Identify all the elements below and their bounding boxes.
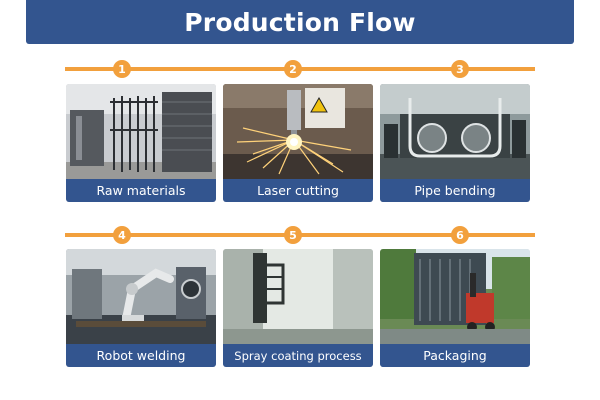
robot-welding-photo	[66, 249, 216, 345]
step-label-packaging: Packaging	[380, 344, 530, 367]
step-card-laser-cutting: Laser cutting	[223, 84, 373, 202]
step-4-badge: 4	[113, 226, 131, 244]
step-label-raw-materials: Raw materials	[66, 179, 216, 202]
spray-coating-photo	[223, 249, 373, 345]
step-label-robot-welding: Robot welding	[66, 344, 216, 367]
step-card-raw-materials: Raw materials	[66, 84, 216, 202]
step-label-pipe-bending: Pipe bending	[380, 179, 530, 202]
step-card-spray-coating: Spray coating process	[223, 249, 373, 367]
step-label-laser-cutting: Laser cutting	[223, 179, 373, 202]
page-title: Production Flow	[184, 7, 416, 37]
step-card-packaging: Packaging	[380, 249, 530, 367]
step-2-badge: 2	[284, 60, 302, 78]
step-label-spray-coating: Spray coating process	[223, 344, 373, 367]
pipe-bending-photo	[380, 84, 530, 180]
packaging-photo	[380, 249, 530, 345]
step-5-badge: 5	[284, 226, 302, 244]
raw-materials-photo	[66, 84, 216, 180]
laser-cutting-photo	[223, 84, 373, 180]
step-card-pipe-bending: Pipe bending	[380, 84, 530, 202]
step-3-badge: 3	[451, 60, 469, 78]
title-banner: Production Flow	[26, 0, 574, 44]
step-6-badge: 6	[451, 226, 469, 244]
step-1-badge: 1	[113, 60, 131, 78]
step-card-robot-welding: Robot welding	[66, 249, 216, 367]
